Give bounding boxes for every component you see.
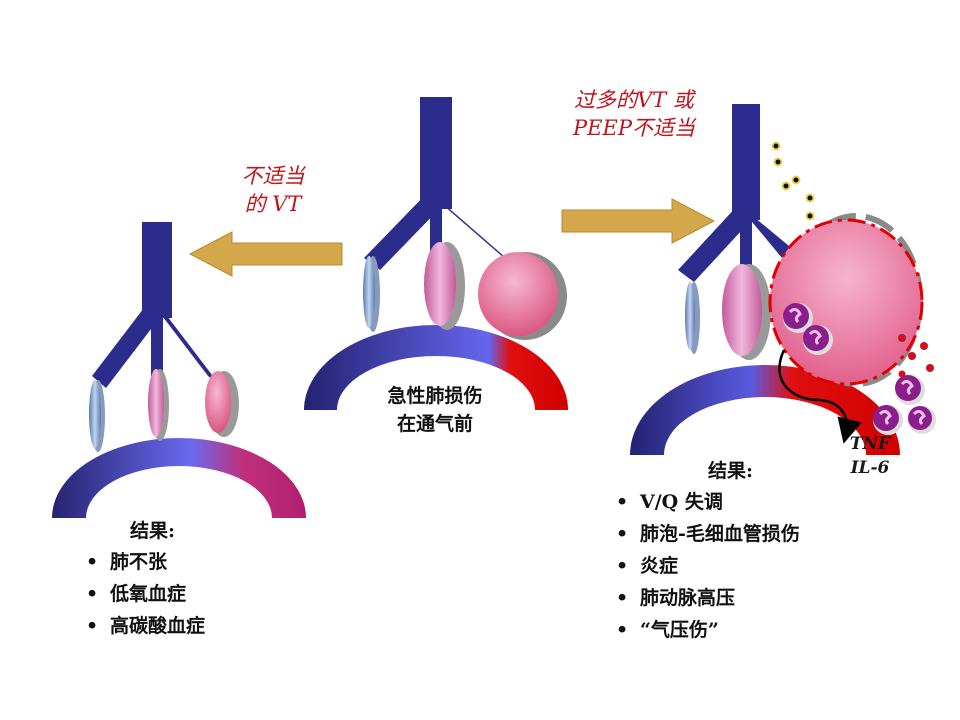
center-alveolus-small (363, 256, 375, 328)
center-caption-line-1: 急性肺损伤 (387, 385, 483, 407)
right-result-list: V/Q 失调 肺泡-毛细血管损伤 炎症 肺动脉高压 “气压伤” (616, 486, 916, 646)
left-alveolus-small (148, 369, 164, 437)
center-lung-unit (304, 97, 568, 410)
left-arrow-icon (188, 231, 343, 277)
inappropriate-vt-line-2: 的 VT (244, 192, 302, 216)
right-arrow-icon (561, 198, 716, 244)
cytokine-il6: IL-6 (850, 458, 890, 478)
left-result-title: 结果: (130, 520, 176, 542)
center-capillary-band (304, 325, 568, 410)
inappropriate-vt-label: 不适当 的 VT (218, 162, 328, 218)
excess-vt-line-2: PEEP不适当 (573, 116, 695, 140)
right-alveolus-medium (722, 264, 762, 356)
list-item: 炎症 (616, 550, 916, 582)
center-alveolus-medium (424, 242, 456, 326)
inappropriate-vt-line-1: 不适当 (241, 164, 305, 188)
list-item: 肺动脉高压 (616, 582, 916, 614)
cytokine-label: TNF IL-6 (840, 432, 900, 480)
center-caption-line-2: 在通气前 (396, 413, 473, 435)
neutrophil-icon (873, 405, 903, 435)
left-lung-unit (52, 222, 306, 518)
center-alveolus-large (478, 252, 558, 336)
list-item: 低氧血症 (86, 578, 306, 610)
right-alveolus-small (685, 282, 695, 350)
particle-dot-icon (771, 141, 815, 221)
list-item: V/Q 失调 (616, 486, 916, 518)
overdistended-alveolus (768, 218, 924, 386)
neutrophil-icon (895, 375, 925, 405)
left-alveolus-small (205, 371, 231, 433)
list-item: 高碳酸血症 (86, 610, 306, 642)
left-alveolus-small (89, 380, 101, 448)
center-airway (364, 97, 520, 270)
list-item: 肺泡-毛细血管损伤 (616, 518, 916, 550)
cytokine-tnf: TNF (849, 434, 891, 454)
left-result-list: 肺不张 低氧血症 高碳酸血症 (86, 546, 306, 642)
list-item: 肺不张 (86, 546, 306, 578)
excess-vt-line-1: 过多的VT 或 (574, 88, 694, 112)
left-results: 结果: 肺不张 低氧血症 高碳酸血症 (86, 516, 306, 642)
right-capillary-band (630, 365, 900, 455)
neutrophil-icon (783, 303, 813, 333)
list-item: “气压伤” (616, 614, 916, 646)
center-caption: 急性肺损伤 在通气前 (360, 382, 510, 438)
left-airway (92, 222, 222, 388)
cytokine-dot-icon (898, 334, 934, 378)
left-capillary-band (52, 438, 306, 518)
curved-arrow-icon (778, 349, 862, 444)
right-results: 结果: V/Q 失调 肺泡-毛细血管损伤 炎症 肺动脉高压 “气压伤” (616, 456, 916, 646)
excess-vt-label: 过多的VT 或 PEEP不适当 (544, 86, 724, 142)
neutrophil-icon (803, 325, 833, 355)
right-lung-unit (630, 104, 936, 455)
neutrophil-icon (908, 406, 936, 434)
right-result-title: 结果: (708, 460, 754, 482)
